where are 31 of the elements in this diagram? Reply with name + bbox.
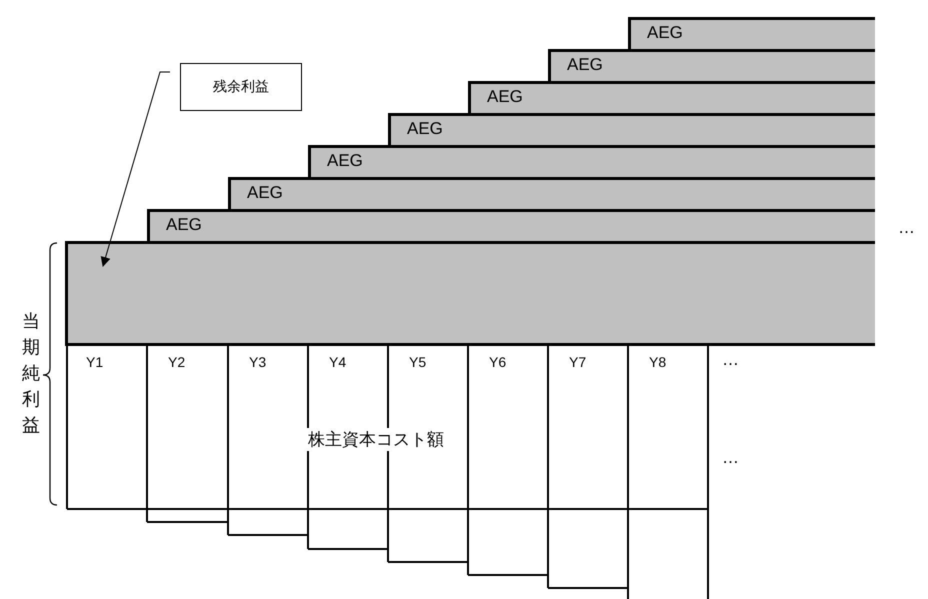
callout-text: 残余利益 <box>213 78 269 96</box>
vertical-label: 当期純利益 <box>22 310 40 437</box>
bar-label: AEG <box>407 119 443 139</box>
year-label: Y6 <box>489 354 506 370</box>
aeg-bar <box>388 113 875 148</box>
aeg-bar <box>548 49 875 84</box>
year-label: Y2 <box>168 354 186 370</box>
ellipsis: … <box>722 350 739 370</box>
ellipsis: … <box>898 218 915 238</box>
year-label: Y7 <box>569 354 586 370</box>
cost-label: 株主資本コスト額 <box>306 428 446 451</box>
year-label: Y5 <box>409 354 426 370</box>
bar-label: AEG <box>647 23 683 43</box>
bar-label: AEG <box>487 87 523 107</box>
aeg-bar <box>228 177 875 212</box>
bar-label: AEG <box>327 151 363 171</box>
aeg-bar <box>628 17 875 52</box>
aeg-bar <box>147 209 875 244</box>
year-label: Y4 <box>329 354 346 370</box>
bar-label: AEG <box>247 183 283 203</box>
aeg-bar <box>308 145 875 180</box>
leader-arrow <box>100 72 170 267</box>
bar-label: AEG <box>166 215 202 235</box>
aeg-bar <box>468 81 875 116</box>
year-label: Y8 <box>649 354 666 370</box>
bar-label: AEG <box>567 55 603 75</box>
residual-income-band <box>65 241 875 346</box>
ellipsis: … <box>722 448 739 468</box>
year-label: Y3 <box>249 354 266 370</box>
callout-box <box>180 63 302 111</box>
year-label: Y1 <box>86 354 104 370</box>
